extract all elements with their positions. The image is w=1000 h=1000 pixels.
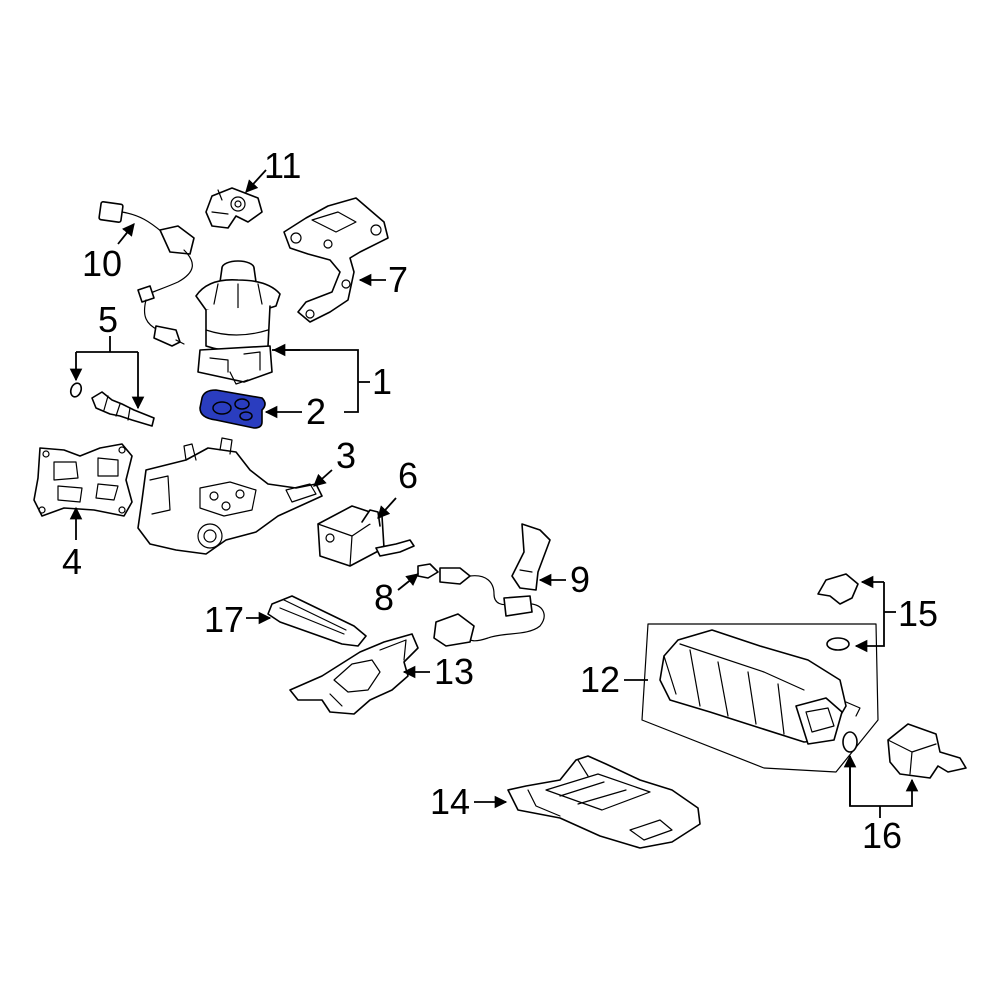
callout-4: 4 xyxy=(62,541,82,582)
callout-15: 15 xyxy=(898,593,938,634)
part-6-position-sensor[interactable] xyxy=(317,505,415,567)
callout-3: 3 xyxy=(336,435,356,476)
part-4-gasket-plate[interactable] xyxy=(33,443,133,517)
callout-16: 16 xyxy=(862,815,902,856)
part-14-tray[interactable] xyxy=(507,755,701,849)
callout-8: 8 xyxy=(374,577,394,618)
part-7-bracket[interactable] xyxy=(283,197,389,323)
part-1-egr-valve[interactable] xyxy=(195,260,281,385)
callout-13: 13 xyxy=(434,651,474,692)
callout-17: 17 xyxy=(204,599,244,640)
callout-11: 11 xyxy=(264,145,301,186)
callout-2: 2 xyxy=(306,391,326,432)
part-17-cover[interactable] xyxy=(267,595,367,647)
part-10-wire-sensor[interactable] xyxy=(98,201,195,347)
callout-9: 9 xyxy=(570,559,590,600)
callout-7: 7 xyxy=(388,259,408,300)
part-11-sensor[interactable] xyxy=(205,187,263,229)
part-12-canister[interactable] xyxy=(641,623,879,773)
part-15-clip[interactable] xyxy=(817,573,859,651)
callout-labels: 11 10 7 5 1 2 3 6 4 9 8 17 15 13 12 14 1… xyxy=(62,145,938,856)
callout-1: 1 xyxy=(372,361,392,402)
part-5-sensor[interactable] xyxy=(69,382,155,427)
part-9-bracket[interactable] xyxy=(511,523,551,591)
part-8-oxygen-sensor[interactable] xyxy=(417,563,545,647)
leader-lines xyxy=(69,169,919,818)
callout-10: 10 xyxy=(82,243,122,284)
callout-5: 5 xyxy=(98,299,118,340)
callout-12: 12 xyxy=(580,659,620,700)
callout-14: 14 xyxy=(430,781,470,822)
part-2-gasket[interactable] xyxy=(199,389,266,429)
part-16-connector[interactable] xyxy=(842,723,967,779)
callout-6: 6 xyxy=(398,455,418,496)
part-3-egr-housing[interactable] xyxy=(137,437,323,555)
